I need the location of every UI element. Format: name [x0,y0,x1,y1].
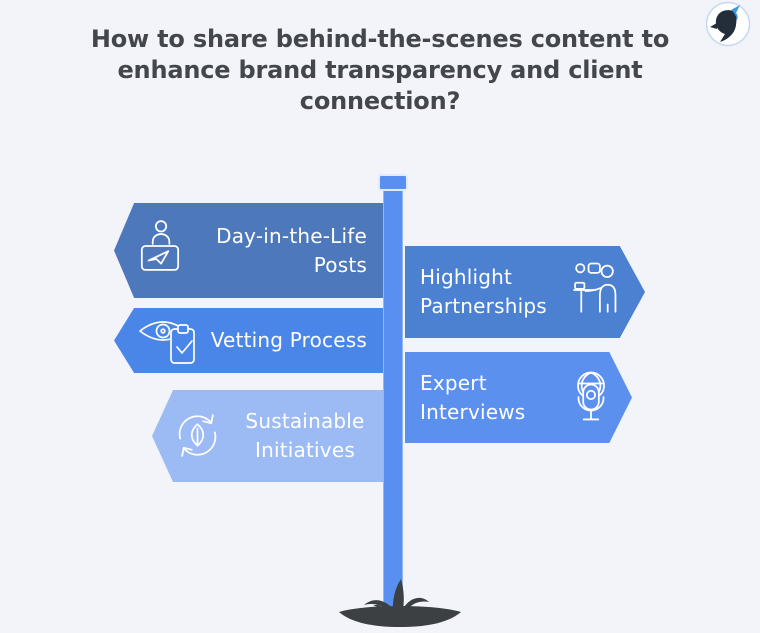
sign-label-line: Posts [313,253,367,277]
sign-label-line: Expert [420,371,487,395]
title-line: How to share behind-the-scenes content t… [90,25,670,53]
sign-label-line: Highlight [420,265,513,289]
sign-vetting-process: Vetting Process [114,308,386,373]
microphone-globe-icon [577,371,605,421]
page-title: How to share behind-the-scenes content t… [30,24,730,117]
sign-label-line: Sustainable [245,409,365,433]
signpost-ground [339,579,461,627]
signpost-pole [383,189,403,610]
sign-label-line: Day-in-the-Life [216,224,367,248]
title-line: connection? [299,87,461,115]
sign-label: Day-in-the-Life Posts [216,222,367,280]
sign-label: Expert Interviews [420,369,525,427]
bird-logo-icon [705,1,751,47]
sign-expert-interviews: Expert Interviews [405,352,632,443]
partnership-presentation-icon [573,262,617,313]
sign-day-in-the-life-posts: Day-in-the-Life Posts [114,203,386,298]
sign-label-line: Partnerships [420,294,547,318]
sign-label-line: Vetting Process [210,328,367,352]
brand-logo [705,1,751,47]
travel-agent-desk-icon [140,220,180,271]
sign-label-line: Initiatives [255,438,355,462]
eye-clipboard-check-icon [139,321,195,364]
sign-label: Vetting Process [211,308,367,373]
sign-label-line: Interviews [420,400,526,424]
sign-label: Highlight Partnerships [420,263,547,321]
sign-label: Sustainable Initiatives [232,407,378,465]
signpost-pole-cap [378,174,408,191]
title-line: enhance brand transparency and client [117,56,643,84]
leaf-recycle-icon [178,414,217,457]
sign-highlight-partnerships: Highlight Partnerships [405,246,645,338]
sign-sustainable-initiatives: Sustainable Initiatives [152,390,386,482]
